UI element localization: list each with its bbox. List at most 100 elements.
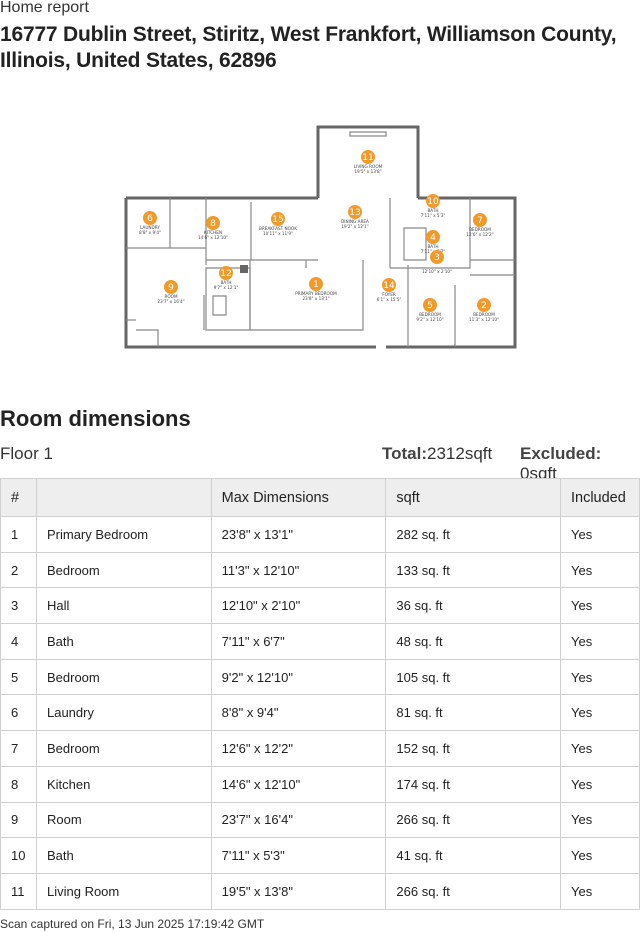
room-included: Yes <box>559 730 640 767</box>
room-number: 1 <box>0 516 37 553</box>
room-name: Bedroom <box>35 730 212 767</box>
room-included: Yes <box>559 801 640 839</box>
svg-text:1: 1 <box>313 280 319 290</box>
room-number: 4 <box>0 623 37 660</box>
room-number: 3 <box>0 587 37 625</box>
table-header-row: # Max Dimensions sqft Included <box>0 478 640 517</box>
room-name: Living Room <box>35 872 212 910</box>
svg-text:9: 9 <box>168 283 174 293</box>
svg-text:BEDROOM: BEDROOM <box>469 227 491 232</box>
room-name: Bath <box>35 623 212 660</box>
svg-text:11: 11 <box>362 153 373 163</box>
svg-text:12'6" x 12'2": 12'6" x 12'2" <box>466 232 493 237</box>
room-sqft: 105 sq. ft <box>385 658 561 696</box>
room-max-dimensions: 19'5" x 13'8" <box>210 872 387 910</box>
room-included: Yes <box>559 694 640 732</box>
room-sqft: 48 sq. ft <box>385 623 561 660</box>
room-number: 6 <box>0 694 37 732</box>
room-name: Room <box>35 801 212 839</box>
room-sqft: 36 sq. ft <box>385 587 561 625</box>
svg-text:12'10" x 2'10": 12'10" x 2'10" <box>422 269 452 274</box>
room-sqft: 133 sq. ft <box>385 551 561 589</box>
room-name: Bath <box>35 837 212 874</box>
svg-text:7: 7 <box>477 216 483 226</box>
svg-text:2: 2 <box>481 301 487 311</box>
room-included: Yes <box>559 516 640 553</box>
svg-text:BATH: BATH <box>220 280 231 285</box>
svg-text:4: 4 <box>430 233 436 243</box>
svg-text:BREAKFAST NOOK: BREAKFAST NOOK <box>259 226 297 231</box>
svg-text:14: 14 <box>383 281 395 291</box>
svg-text:PRIMARY BEDROOM: PRIMARY BEDROOM <box>295 291 337 296</box>
svg-text:LIVING ROOM: LIVING ROOM <box>354 164 383 169</box>
room-number: 8 <box>0 765 37 803</box>
room-dimensions-title: Room dimensions <box>0 406 191 431</box>
excluded-label: Excluded: <box>520 444 602 463</box>
svg-text:BATH: BATH <box>427 244 438 249</box>
room-sqft: 266 sq. ft <box>385 801 561 839</box>
total-value: 2312sqft <box>427 444 493 463</box>
room-included: Yes <box>559 551 640 589</box>
room-number: 10 <box>0 837 37 874</box>
svg-text:15: 15 <box>272 215 283 225</box>
svg-text:23'8" x 13'1": 23'8" x 13'1" <box>302 296 329 301</box>
svg-text:23'7" x 16'4": 23'7" x 16'4" <box>157 299 184 304</box>
room-max-dimensions: 11'3" x 12'10" <box>210 551 387 589</box>
svg-text:BEDROOM: BEDROOM <box>419 312 441 317</box>
room-max-dimensions: 12'6" x 12'2" <box>210 730 387 767</box>
svg-text:12: 12 <box>220 269 231 279</box>
floor-name: Floor 1 <box>0 444 53 463</box>
header-sqft: sqft <box>385 478 561 517</box>
room-name: Laundry <box>35 694 212 732</box>
header-max-dimensions: Max Dimensions <box>210 478 387 517</box>
room-max-dimensions: 23'8" x 13'1" <box>210 516 387 553</box>
room-max-dimensions: 7'11" x 6'7" <box>210 623 387 660</box>
svg-text:14'6" x 12'10": 14'6" x 12'10" <box>198 235 228 240</box>
svg-text:8: 8 <box>210 219 216 229</box>
svg-text:FOYER: FOYER <box>382 292 396 297</box>
room-number: 2 <box>0 551 37 589</box>
room-max-dimensions: 12'10" x 2'10" <box>210 587 387 625</box>
report-label: Home report <box>0 0 89 16</box>
room-sqft: 266 sq. ft <box>385 872 561 910</box>
room-number: 11 <box>0 872 37 910</box>
svg-text:9'2" x 12'10": 9'2" x 12'10" <box>416 317 443 322</box>
room-max-dimensions: 9'2" x 12'10" <box>210 658 387 696</box>
room-sqft: 81 sq. ft <box>385 694 561 732</box>
room-number: 7 <box>0 730 37 767</box>
total-area: Total:2312sqft <box>382 444 492 464</box>
svg-text:5: 5 <box>427 301 433 311</box>
svg-text:11'3" x 12'10": 11'3" x 12'10" <box>469 317 499 322</box>
room-included: Yes <box>559 587 640 625</box>
room-sqft: 174 sq. ft <box>385 765 561 803</box>
room-name: Kitchen <box>35 765 212 803</box>
header-included: Included <box>559 478 640 517</box>
svg-text:BEDROOM: BEDROOM <box>473 312 495 317</box>
svg-text:ROOM: ROOM <box>164 294 178 299</box>
room-max-dimensions: 7'11" x 5'3" <box>210 837 387 874</box>
room-included: Yes <box>559 872 640 910</box>
total-label: Total: <box>382 444 428 463</box>
room-included: Yes <box>559 837 640 874</box>
svg-text:LAUNDRY: LAUNDRY <box>140 225 160 230</box>
room-name: Primary Bedroom <box>35 516 212 553</box>
